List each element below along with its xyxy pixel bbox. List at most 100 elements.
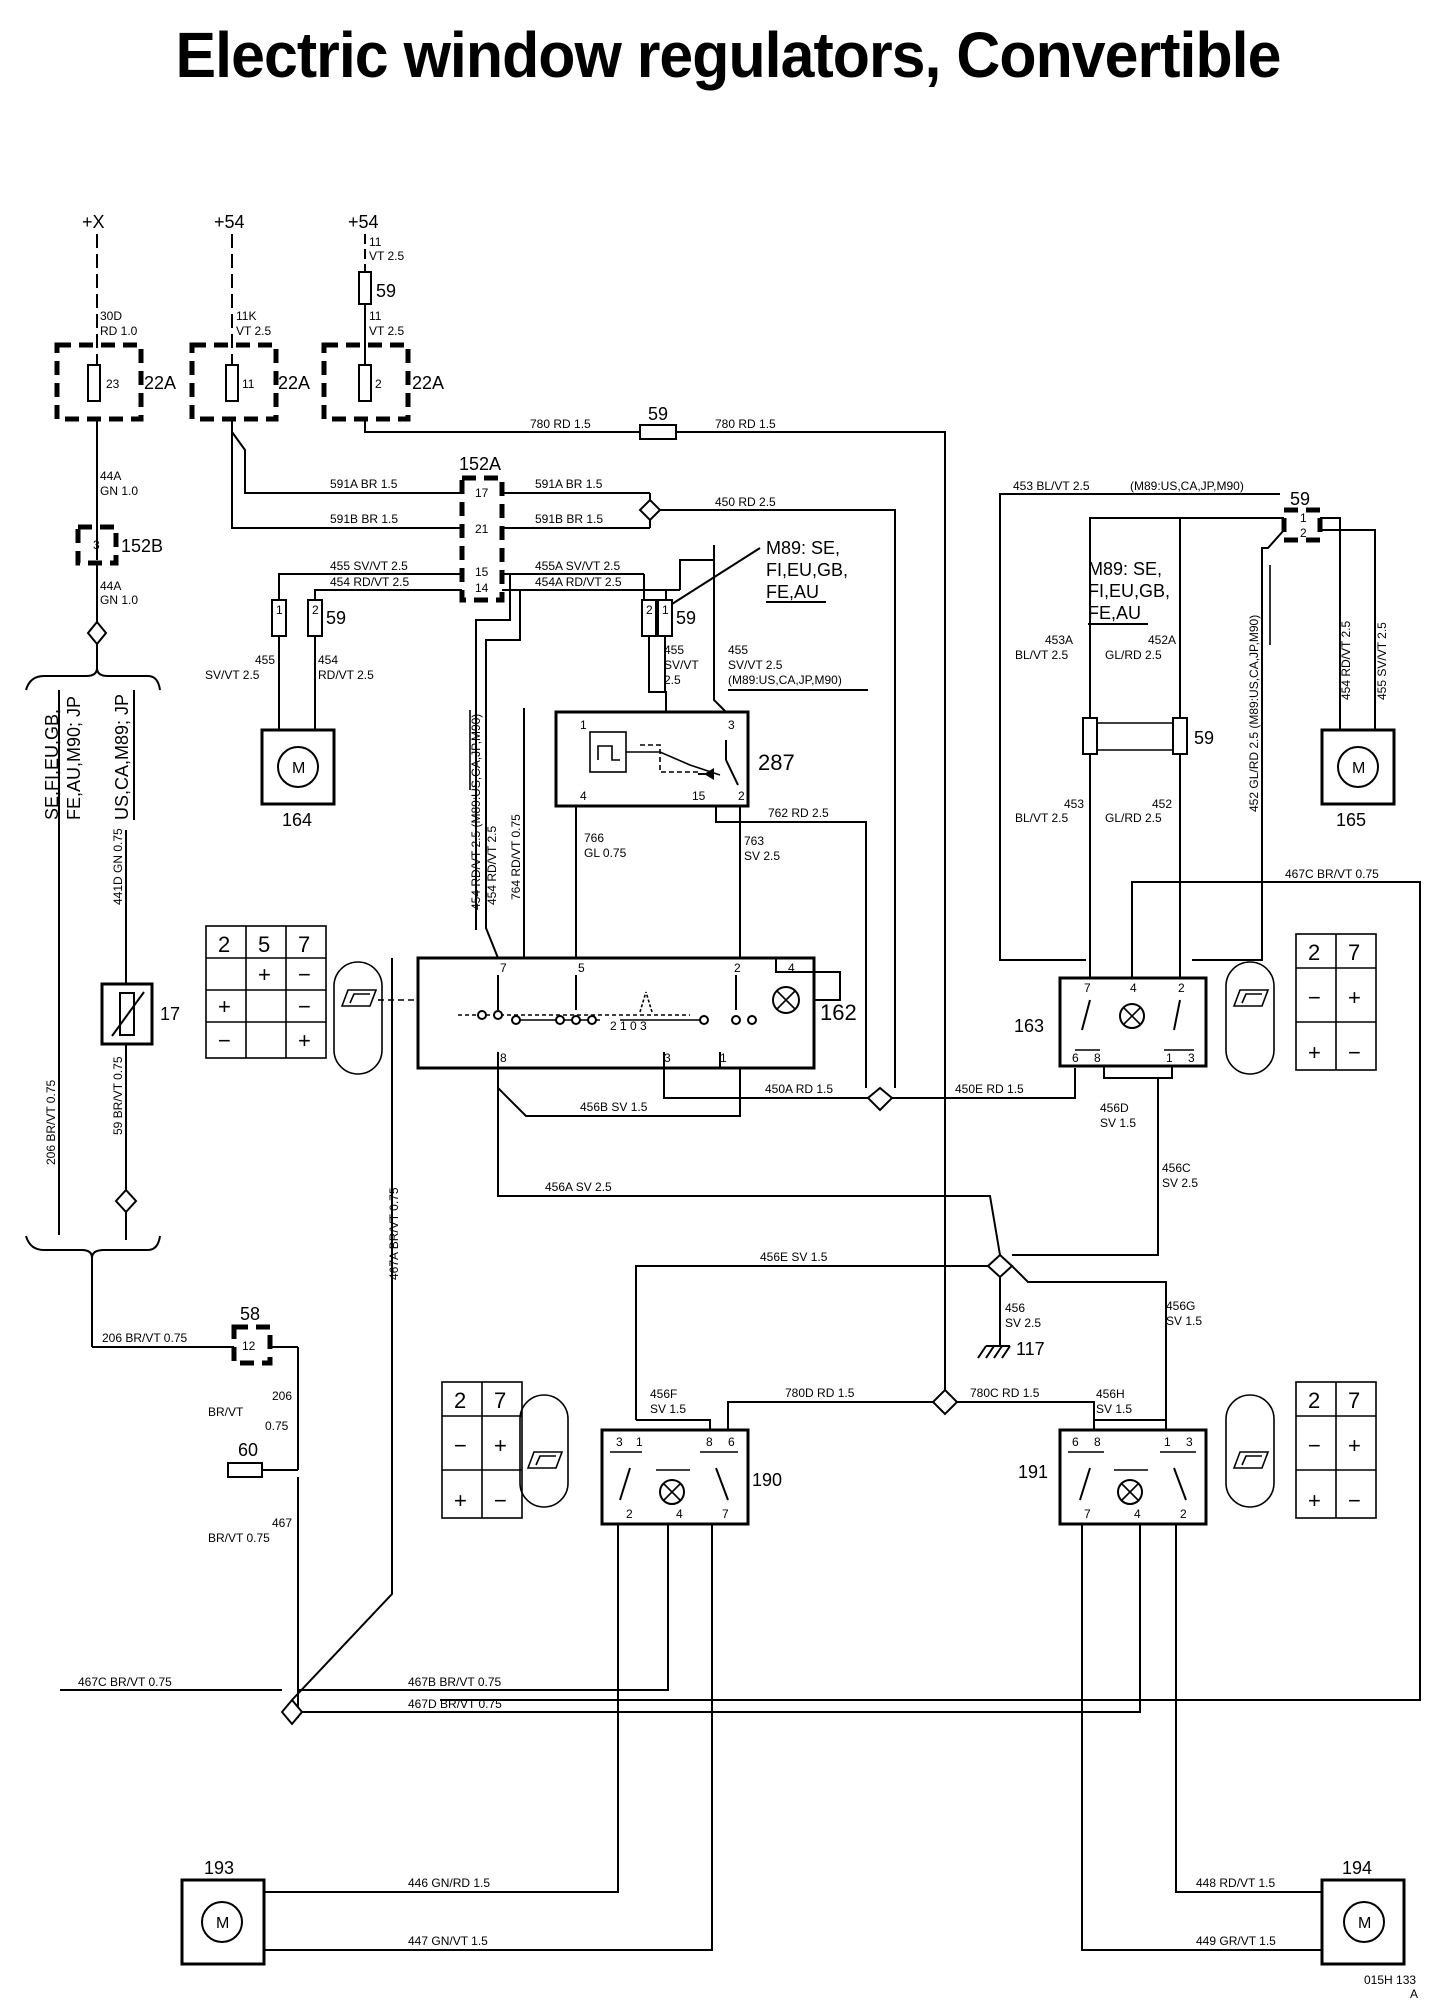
- wire-label: (M89:US,CA,JP,M90): [1130, 479, 1244, 493]
- pin-number: 7: [1084, 981, 1091, 995]
- pin-number: 2: [738, 789, 745, 803]
- table-cell: −: [1348, 1040, 1361, 1065]
- component-label: 287: [758, 750, 795, 775]
- connector-label: 59: [1290, 489, 1310, 509]
- supply-54b-label: +54: [348, 212, 379, 232]
- wire-label: GL 0.75: [584, 846, 627, 860]
- wire-label: 450E RD 1.5: [955, 1082, 1024, 1096]
- market-note: M89: SE,: [766, 538, 840, 558]
- table-cell: +: [258, 962, 271, 987]
- left-branch: 44A GN 1.0 3 152B 44A GN 1.0 SE,FI,EU,GB…: [25, 469, 299, 1718]
- table-cell: −: [1308, 1433, 1321, 1458]
- wire-label: 762 RD 2.5: [768, 806, 829, 820]
- wire-label: 450 RD 2.5: [715, 495, 776, 509]
- supply-54-a: +54: [214, 212, 245, 365]
- switch-191[interactable]: 456H SV 1.5 6 8 1 3 7 4 2 191: [1018, 1387, 1208, 1526]
- table-cell: +: [218, 994, 231, 1019]
- pin-number: 2: [734, 961, 741, 975]
- wire-label: 452: [1152, 797, 1172, 811]
- pin-number: 2: [1178, 981, 1185, 995]
- pin-number: 8: [500, 1051, 507, 1065]
- fuse-number: 23: [106, 377, 120, 391]
- table-head: 2: [218, 932, 230, 957]
- wire-label: 59 BR/VT 0.75: [111, 1056, 125, 1135]
- relay-287: 1 3 4 15 2 287: [554, 710, 795, 808]
- fuse-ref: 22A: [278, 373, 310, 393]
- wire-label: 206 BR/VT 0.75: [102, 1331, 187, 1345]
- table-head: 2: [1308, 940, 1320, 965]
- wire-label: 467D BR/VT 0.75: [408, 1697, 502, 1711]
- wire-label: GN 1.0: [100, 484, 138, 498]
- wire-label: 44A: [100, 469, 121, 483]
- motor-symbol: M: [216, 1915, 229, 1932]
- supply-x: +X: [82, 212, 105, 365]
- component-label: 190: [752, 1470, 782, 1490]
- wire-label: SV 2.5: [1005, 1316, 1041, 1330]
- pin-number: 8: [1094, 1435, 1101, 1449]
- pin-number: 5: [578, 961, 585, 975]
- wire-label: 467: [272, 1516, 292, 1530]
- table-cell: +: [494, 1433, 507, 1458]
- table-cell: −: [1308, 985, 1321, 1010]
- connector-label: 152B: [121, 536, 163, 556]
- pin-number: 3: [616, 1435, 623, 1449]
- pin-number: 3: [93, 538, 100, 552]
- wire-label: 450A RD 1.5: [765, 1082, 833, 1096]
- table-head: 7: [1348, 940, 1360, 965]
- window-switch-icon-191: [1225, 1394, 1275, 1508]
- motor-194: 194 M: [1320, 1858, 1406, 1966]
- wire-label: BR/VT: [208, 1405, 244, 1419]
- wire-label: SV 1.5: [1096, 1402, 1132, 1416]
- wire-label: SV 2.5: [1162, 1176, 1198, 1190]
- wire-label: 780C RD 1.5: [970, 1386, 1040, 1400]
- wire-label: GL/RD 2.5: [1105, 648, 1162, 662]
- connector-60: [227, 1462, 263, 1478]
- ground-117: 117: [977, 1339, 1045, 1359]
- component-label: 17: [160, 1004, 180, 1024]
- connector-59-top-fuse: [358, 271, 372, 305]
- pin-number: 17: [475, 486, 489, 500]
- table-cell: −: [1348, 1488, 1361, 1513]
- wire-label: 591B BR 1.5: [535, 512, 603, 526]
- wire-label: 449 GR/VT 1.5: [1196, 1934, 1276, 1948]
- wire-label: BL/VT 2.5: [1015, 811, 1068, 825]
- switch-162[interactable]: 7 5 2 4 8 3 1 2 1 0 3 162: [416, 956, 857, 1070]
- market-note: SE,FI,EU,GB,: [42, 709, 62, 820]
- wire-label: (M89:US,CA,JP,M90): [728, 673, 842, 687]
- pin-number: 3: [664, 1051, 671, 1065]
- wire-label: 780D RD 1.5: [785, 1386, 855, 1400]
- pin-number: 1: [1164, 1435, 1171, 1449]
- table-cell: −: [494, 1488, 507, 1513]
- fuse-2: 11 VT 2.5 2 22A: [321, 309, 444, 422]
- wire-label: BL/VT 2.5: [1015, 648, 1068, 662]
- wire-label: 766: [584, 831, 604, 845]
- component-label: 163: [1014, 1016, 1044, 1036]
- switch-190[interactable]: 456F SV 1.5 3 1 8 6 2 4 7 190: [600, 1387, 782, 1526]
- pin-number: 4: [676, 1507, 683, 1521]
- component-label: 193: [204, 1858, 234, 1878]
- wire-label: 455: [728, 643, 748, 657]
- wire-label: 11: [369, 235, 382, 249]
- pin-number: 1: [276, 603, 283, 617]
- motor-symbol: M: [1352, 760, 1365, 777]
- wire-label: 454 RD/VT 2.5 (M89:US,CA,JP,M90): [469, 714, 483, 910]
- wire-label: 764 RD/VT 0.75: [509, 814, 523, 900]
- table-cell: −: [298, 994, 311, 1019]
- wire-label: 591A BR 1.5: [535, 477, 603, 491]
- window-switch-icon-190: [519, 1394, 569, 1508]
- wire-label: SV 1.5: [1100, 1116, 1136, 1130]
- wire-label: 206 BR/VT 0.75: [44, 1080, 58, 1165]
- wire-label: 456B SV 1.5: [580, 1100, 648, 1114]
- wire-label: RD/VT 2.5: [318, 668, 374, 682]
- table-head: 7: [298, 932, 310, 957]
- market-note: FE,AU: [1088, 603, 1141, 623]
- wire-label: 591B BR 1.5: [330, 512, 398, 526]
- connector-label: 59: [676, 608, 696, 628]
- switch-163[interactable]: 7 4 2 6 8 1 3 163: [1014, 976, 1208, 1068]
- wire-label: RD 1.0: [100, 324, 138, 338]
- wire-label: BR/VT 0.75: [208, 1531, 270, 1545]
- wire-label: 453: [1064, 797, 1084, 811]
- wire-label: 763: [744, 834, 764, 848]
- wire-label: 467B BR/VT 0.75: [408, 1675, 501, 1689]
- switch-positions: 2 1 0 3: [610, 1019, 647, 1033]
